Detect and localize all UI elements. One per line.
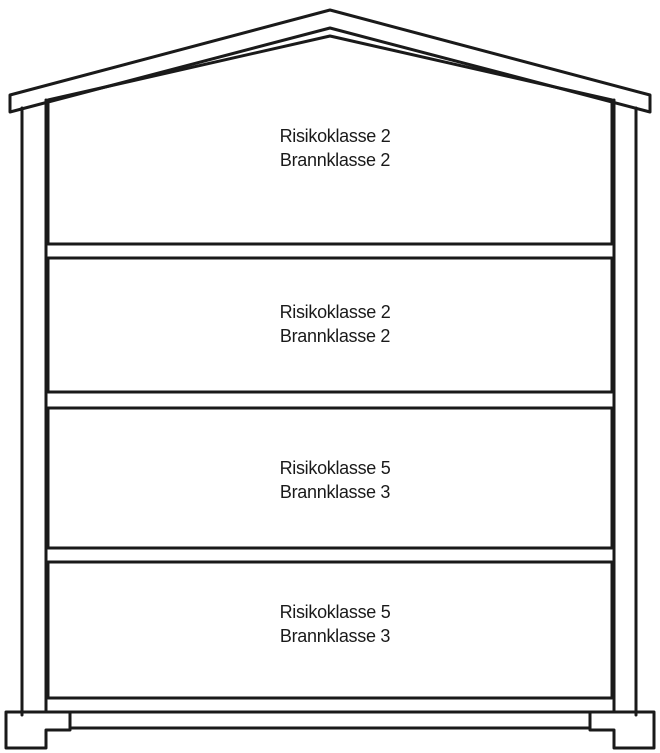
fire-class-text: Brannklasse 2 bbox=[279, 150, 391, 170]
fire-class-text: Brannklasse 2 bbox=[279, 326, 391, 346]
floor-label-2: Risikoklasse 2 Brannklasse 2 bbox=[50, 300, 620, 348]
fire-class-text: Brannklasse 3 bbox=[279, 626, 391, 646]
right-wall bbox=[612, 98, 638, 717]
floor-label-4: Risikoklasse 5 Brannklasse 3 bbox=[50, 600, 620, 648]
fire-class-text: Brannklasse 3 bbox=[279, 482, 391, 502]
risk-class-text: Risikoklasse 5 bbox=[279, 458, 391, 478]
risk-class-text: Risikoklasse 2 bbox=[279, 126, 391, 146]
foundation-right bbox=[588, 710, 656, 750]
floor-box-4 bbox=[46, 560, 614, 700]
floor-label-3: Risikoklasse 5 Brannklasse 3 bbox=[50, 456, 620, 504]
floor-box-1 bbox=[46, 34, 614, 246]
roof-outer-line bbox=[8, 8, 652, 114]
floor-box-3 bbox=[46, 406, 614, 550]
floor-label-1: Risikoklasse 2 Brannklasse 2 bbox=[50, 124, 620, 172]
floor-box-2 bbox=[46, 256, 614, 394]
risk-class-text: Risikoklasse 5 bbox=[279, 602, 391, 622]
left-wall bbox=[20, 98, 48, 717]
risk-class-text: Risikoklasse 2 bbox=[279, 302, 391, 322]
foundation-left bbox=[4, 710, 72, 750]
ground-slab bbox=[68, 710, 592, 730]
